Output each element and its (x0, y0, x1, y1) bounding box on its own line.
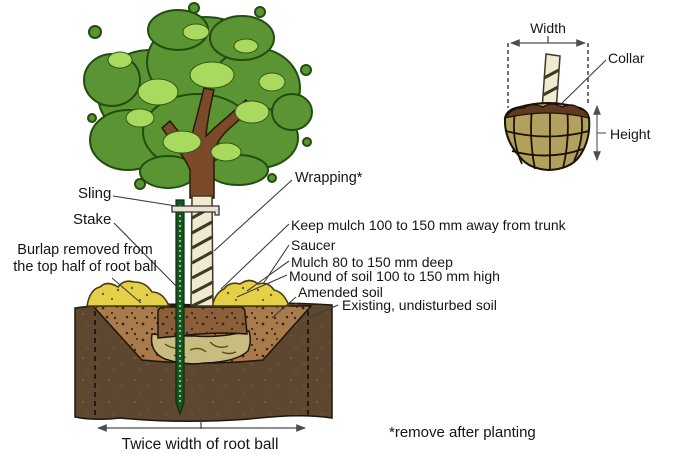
amended-soil-label: Amended soil (298, 284, 383, 300)
inset-collar-leader (556, 59, 607, 109)
remove-after-planting-note: *remove after planting (389, 424, 536, 441)
inset-width-dimension (510, 36, 586, 47)
inset-root-ball (503, 102, 591, 172)
inset-width-label: Width (530, 20, 566, 36)
inset-width-guides (507, 43, 589, 108)
twice-width-dimension (97, 421, 306, 432)
inset-collar-label: Collar (608, 50, 645, 66)
sling-bar (171, 205, 220, 216)
mulch-texture (101, 286, 273, 302)
mulch-depth-label: Mulch 80 to 150 mm deep (291, 254, 453, 270)
stake (175, 199, 185, 416)
twice-width-label: Twice width of root ball (121, 436, 279, 453)
wrapped-trunk (190, 195, 214, 308)
soil-mound-label: Mound of soil 100 to 150 mm high (289, 268, 500, 284)
inset-height-dimension (593, 105, 606, 161)
burlap-label-line2: the top half of root ball (13, 259, 157, 275)
leader-lines (111, 179, 339, 319)
existing-soil-label: Existing, undisturbed soil (342, 297, 497, 313)
inset-height-label: Height (610, 126, 651, 142)
sling-label: Sling (78, 185, 112, 202)
mulch-mounds (86, 279, 291, 307)
rootball-width-guides (94, 311, 309, 419)
saucer-label: Saucer (291, 237, 336, 253)
burlap-label: Burlap removed from the top half of root… (0, 242, 170, 276)
inset-diagram (503, 36, 607, 172)
wrapping-label: Wrapping* (295, 170, 363, 186)
keep-mulch-label: Keep mulch 100 to 150 mm away from trunk (291, 217, 566, 233)
canopy-highlights (107, 23, 286, 162)
inset-soil-top (503, 103, 590, 119)
burlap-label-line1: Burlap removed from (17, 242, 153, 258)
stake-label: Stake (73, 211, 112, 228)
